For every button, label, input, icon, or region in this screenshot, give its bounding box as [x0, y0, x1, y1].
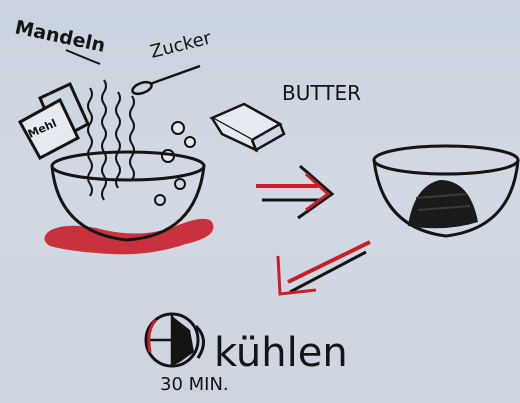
arrow-down-left-icon — [278, 242, 370, 294]
falling-ingredients — [88, 80, 134, 200]
spoon-icon — [131, 66, 200, 96]
jar-icon: Mehl — [20, 84, 88, 158]
red-splash — [44, 219, 213, 254]
label-duration: 30 MIN. — [160, 374, 229, 395]
snowflake-clock-icon — [146, 314, 204, 366]
label-zucker: Zucker — [148, 27, 214, 62]
butter-block-icon — [212, 104, 284, 150]
label-kuehlen: kühlen — [214, 330, 348, 376]
label-butter: BUTTER — [282, 81, 361, 105]
bowl-with-dough-icon — [374, 146, 518, 236]
double-arrow-right-icon — [256, 166, 332, 218]
label-mandeln: Mandeln — [13, 16, 107, 57]
